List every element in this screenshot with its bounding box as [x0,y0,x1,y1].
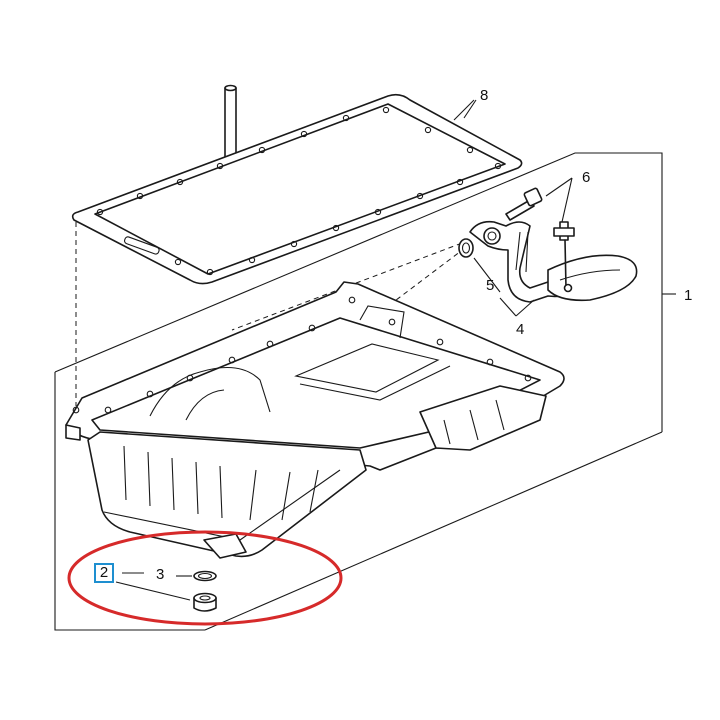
callout-6: 6 [582,169,590,186]
oil-pan [65,281,565,559]
drain-plug-assembly [193,570,217,612]
callout-leaders [115,99,573,601]
callout-1: 1 [684,287,692,304]
callout-8: 8 [480,87,488,104]
callout-4: 4 [516,321,524,338]
callout-labels: 8 6 5 4 1 3 [156,87,692,583]
pickup-bolts [505,187,575,293]
callout-1-bracket [54,152,676,631]
pickup-o-ring [458,238,474,258]
callout-2: 2 [99,564,109,581]
drain-plug [193,592,217,612]
callout-5: 5 [486,277,494,294]
drain-washer [193,570,217,582]
callout-3: 3 [156,566,164,583]
oil-pan-gasket [71,93,523,285]
highlight-ellipse [67,530,343,626]
highlighted-callout-box [94,563,114,583]
